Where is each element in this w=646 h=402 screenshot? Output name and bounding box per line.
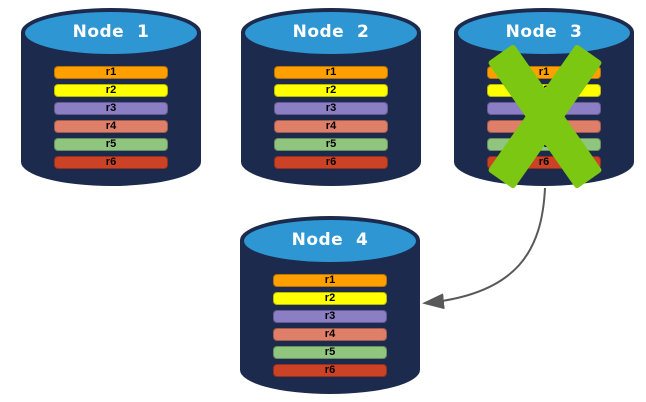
- shard-r3: r3: [54, 102, 168, 115]
- shard-r4: r4: [274, 120, 388, 133]
- node-3-title: Node 3: [505, 22, 583, 42]
- node-4-cap: [244, 220, 416, 262]
- node-1-cap: [25, 12, 197, 54]
- shard-r4: r4: [487, 120, 601, 133]
- shard-r4: r4: [273, 328, 387, 341]
- node-3-cylinder: Node 3 r1 r2 r3 r4 r5 r6: [454, 8, 634, 190]
- shard-r6: r6: [54, 156, 168, 169]
- shard-r1: r1: [54, 66, 168, 79]
- node-1-shards: r1 r2 r3 r4 r5 r6: [54, 66, 168, 169]
- node-2-title: Node 2: [292, 22, 370, 42]
- shard-r2: r2: [54, 84, 168, 97]
- shard-r3: r3: [274, 102, 388, 115]
- node-1-cylinder: Node 1 r1 r2 r3 r4 r5 r6: [21, 8, 201, 186]
- shard-r6: r6: [274, 156, 388, 169]
- shard-r5: r5: [273, 346, 387, 359]
- node-3-shards: r1 r2 r3 r4 r5 r6: [487, 66, 601, 169]
- shard-r3: r3: [487, 102, 601, 115]
- node-4-shards: r1 r2 r3 r4 r5 r6: [273, 274, 387, 377]
- shard-r5: r5: [274, 138, 388, 151]
- node-2-shards: r1 r2 r3 r4 r5 r6: [274, 66, 388, 169]
- shard-r2: r2: [273, 292, 387, 305]
- shard-r4: r4: [54, 120, 168, 133]
- shard-r6: r6: [273, 364, 387, 377]
- shard-r1: r1: [487, 66, 601, 79]
- arrow-curve: [422, 187, 546, 310]
- node-1-title: Node 1: [72, 22, 150, 42]
- shard-r5: r5: [487, 138, 601, 151]
- shard-r1: r1: [273, 274, 387, 287]
- shard-r6: r6: [487, 156, 601, 169]
- shard-r2: r2: [487, 84, 601, 97]
- node-4-title: Node 4: [291, 230, 369, 250]
- shard-r2: r2: [274, 84, 388, 97]
- shard-r5: r5: [54, 138, 168, 151]
- node-2-cap: [245, 12, 417, 54]
- node-4-cylinder: Node 4 r1 r2 r3 r4 r5 r6: [240, 216, 420, 394]
- node-2-cylinder: Node 2 r1 r2 r3 r4 r5 r6: [241, 8, 421, 186]
- shard-r1: r1: [274, 66, 388, 79]
- shard-r3: r3: [273, 310, 387, 323]
